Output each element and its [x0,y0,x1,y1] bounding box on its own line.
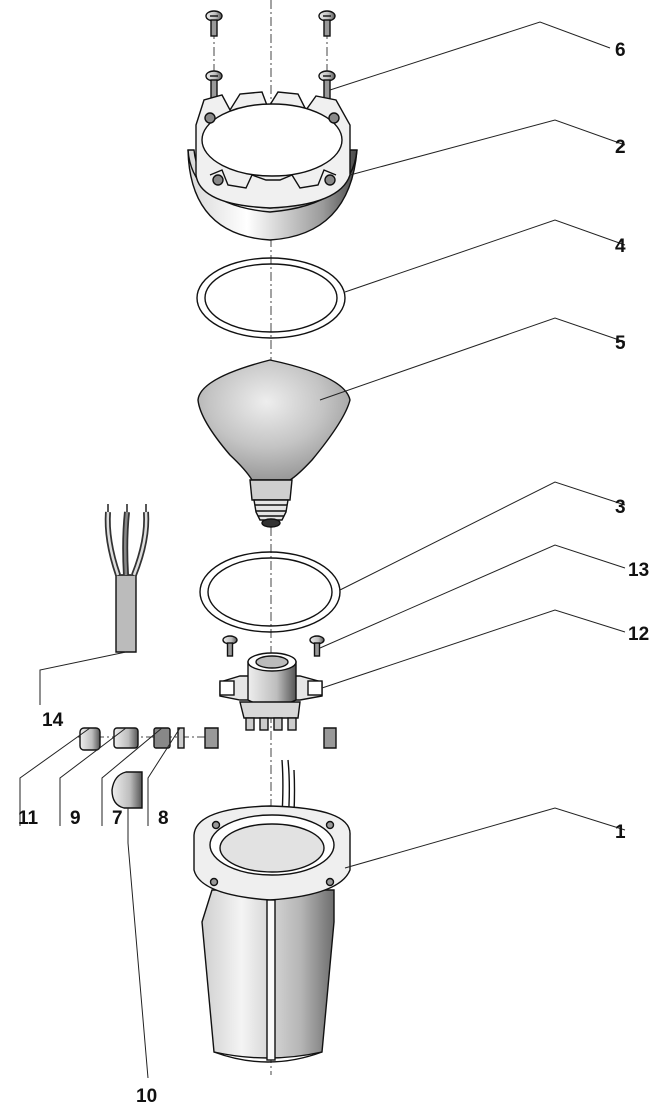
socket-screw-icon [222,635,325,657]
callout-labels: 6 2 4 5 3 13 12 14 11 9 7 8 1 10 [18,40,649,1107]
reflector-bulb-icon [197,359,351,528]
callout-9: 9 [70,808,81,829]
gland-body-icon [113,727,139,749]
blanking-cap-icon [111,771,143,809]
callout-10: 10 [136,1086,157,1107]
lamp-housing-icon [193,727,351,1063]
callout-1: 1 [615,822,626,843]
callout-12: 12 [628,624,649,645]
lower-gasket-icon [199,551,341,633]
callout-2: 2 [615,137,626,158]
callout-13: 13 [628,560,649,581]
leader-lines [19,21,626,1079]
power-cable-icon [104,504,150,653]
callout-6: 6 [615,40,626,61]
gland-cap-icon [79,727,101,751]
callout-14: 14 [42,710,64,731]
washer-icon [177,727,185,749]
gland-nut-icon [153,727,171,749]
callout-8: 8 [158,808,169,829]
callout-7: 7 [112,808,123,829]
callout-3: 3 [615,497,626,518]
crown-cover-icon [187,91,358,241]
lamp-socket-icon [219,652,323,731]
upper-gasket-icon [196,257,346,339]
callout-11: 11 [18,808,39,829]
callout-4: 4 [615,236,626,257]
callout-5: 5 [615,333,626,354]
